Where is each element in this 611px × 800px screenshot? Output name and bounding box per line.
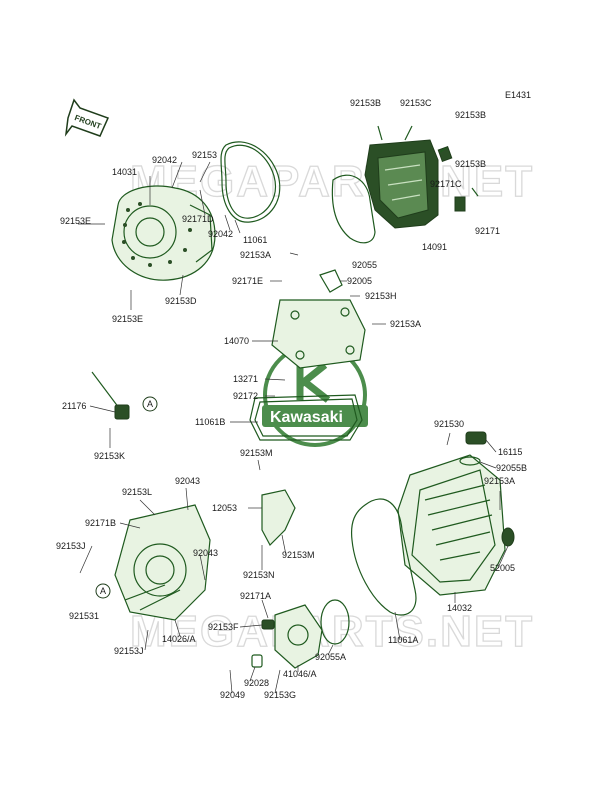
label-92153B-right: 92153B <box>455 110 486 120</box>
cap-16115 <box>465 431 487 445</box>
front-arrow-icon: FRONT <box>64 98 110 137</box>
label-92153L: 92153L <box>122 487 152 497</box>
shift-rod-21176 <box>91 371 130 420</box>
label-92055: 92055 <box>352 260 377 270</box>
label-14032: 14032 <box>447 603 472 613</box>
left-generator-cover <box>111 185 216 281</box>
callout-a-lower: A <box>95 583 111 599</box>
label-92153F: 92153F <box>208 622 239 632</box>
label-92153K: 92153K <box>94 451 125 461</box>
label-92153G: 92153G <box>264 690 296 700</box>
label-41046A: 41046/A <box>283 669 317 679</box>
kawasaki-logo: Kawasaki <box>262 343 368 447</box>
label-92153M-a: 92153M <box>240 448 273 458</box>
label-92171E: 92171E <box>232 276 263 286</box>
label-92171: 92171 <box>475 226 500 236</box>
label-12053: 12053 <box>212 503 237 513</box>
leader-lines <box>78 161 509 694</box>
pump-41046A <box>274 604 323 669</box>
fasteners-top <box>377 125 479 212</box>
label-92153: 92153 <box>192 150 217 160</box>
bushing-92028 <box>251 654 263 668</box>
label-92042-a: 92042 <box>152 155 177 165</box>
oring-92055B <box>459 456 481 466</box>
label-16115: 16115 <box>498 447 522 457</box>
bracket-12053 <box>261 489 296 546</box>
label-92171D: 92171D <box>182 214 214 224</box>
label-14091: 14091 <box>422 242 447 252</box>
seal-52005 <box>501 527 515 547</box>
label-92172: 92172 <box>233 391 258 401</box>
label-14070: 14070 <box>224 336 249 346</box>
gasket-92055 <box>331 174 376 244</box>
oring-92055A <box>320 599 350 645</box>
label-92153H: 92153H <box>365 291 397 301</box>
label-92153J-b: 92153J <box>114 646 144 656</box>
gasket-11061B <box>249 394 363 441</box>
label-92171C: 92171C <box>430 179 462 189</box>
gasket-11061A <box>350 498 417 616</box>
callout-a-upper: A <box>142 396 158 412</box>
svg-text:A: A <box>147 399 153 409</box>
label-11061B: 11061B <box>195 417 225 427</box>
label-92153A-b: 92153A <box>390 319 421 329</box>
label-92153A-c: 92153A <box>484 476 515 486</box>
clutch-cover-14032 <box>397 454 506 596</box>
middle-cover-14070 <box>271 269 366 369</box>
label-92153M-b: 92153M <box>282 550 315 560</box>
label-92153B-r2: 92153B <box>455 159 486 169</box>
label-11061A: 11061A <box>388 635 418 645</box>
label-92153E-b: 92153E <box>112 314 143 324</box>
label-92043-b: 92043 <box>193 548 218 558</box>
label-92171B: 92171B <box>85 518 116 528</box>
label-14031: 14031 <box>112 167 137 177</box>
label-921530: 921530 <box>434 419 464 429</box>
label-92153N: 92153N <box>243 570 275 580</box>
label-92005: 92005 <box>347 276 372 286</box>
label-92043-a: 92043 <box>175 476 200 486</box>
part-labels: 92153B 92153C 92153B 92153B 92171C 92171… <box>56 98 527 700</box>
gasket-11061 <box>220 141 281 223</box>
label-13271: 13271 <box>233 374 258 384</box>
label-92153J-a: 92153J <box>56 541 86 551</box>
part-92153F <box>261 619 275 630</box>
label-92042-b: 92042 <box>208 229 233 239</box>
label-92153C: 92153C <box>400 98 432 108</box>
label-14026A: 14026/A <box>162 634 196 644</box>
svg-text:A: A <box>100 586 106 596</box>
lower-left-cover <box>114 504 211 621</box>
diagram-code: E1431 <box>505 90 531 100</box>
label-52005: 52005 <box>490 563 515 573</box>
watermark-bottom: MEGAPARTS.NET <box>130 607 534 656</box>
label-21176: 21176 <box>62 401 86 411</box>
label-92171A: 92171A <box>240 591 271 601</box>
label-92153D: 92153D <box>165 296 197 306</box>
label-92153B-top: 92153B <box>350 98 381 108</box>
label-92028: 92028 <box>244 678 269 688</box>
label-92049: 92049 <box>220 690 245 700</box>
label-921531: 921531 <box>69 611 99 621</box>
label-92153A-a: 92153A <box>240 250 271 260</box>
label-92055A: 92055A <box>315 652 346 662</box>
logo-text: Kawasaki <box>270 409 343 426</box>
top-right-cover <box>364 139 439 229</box>
label-92055B: 92055B <box>496 463 527 473</box>
label-92153E-a: 92153E <box>60 216 91 226</box>
label-11061: 11061 <box>243 235 267 245</box>
